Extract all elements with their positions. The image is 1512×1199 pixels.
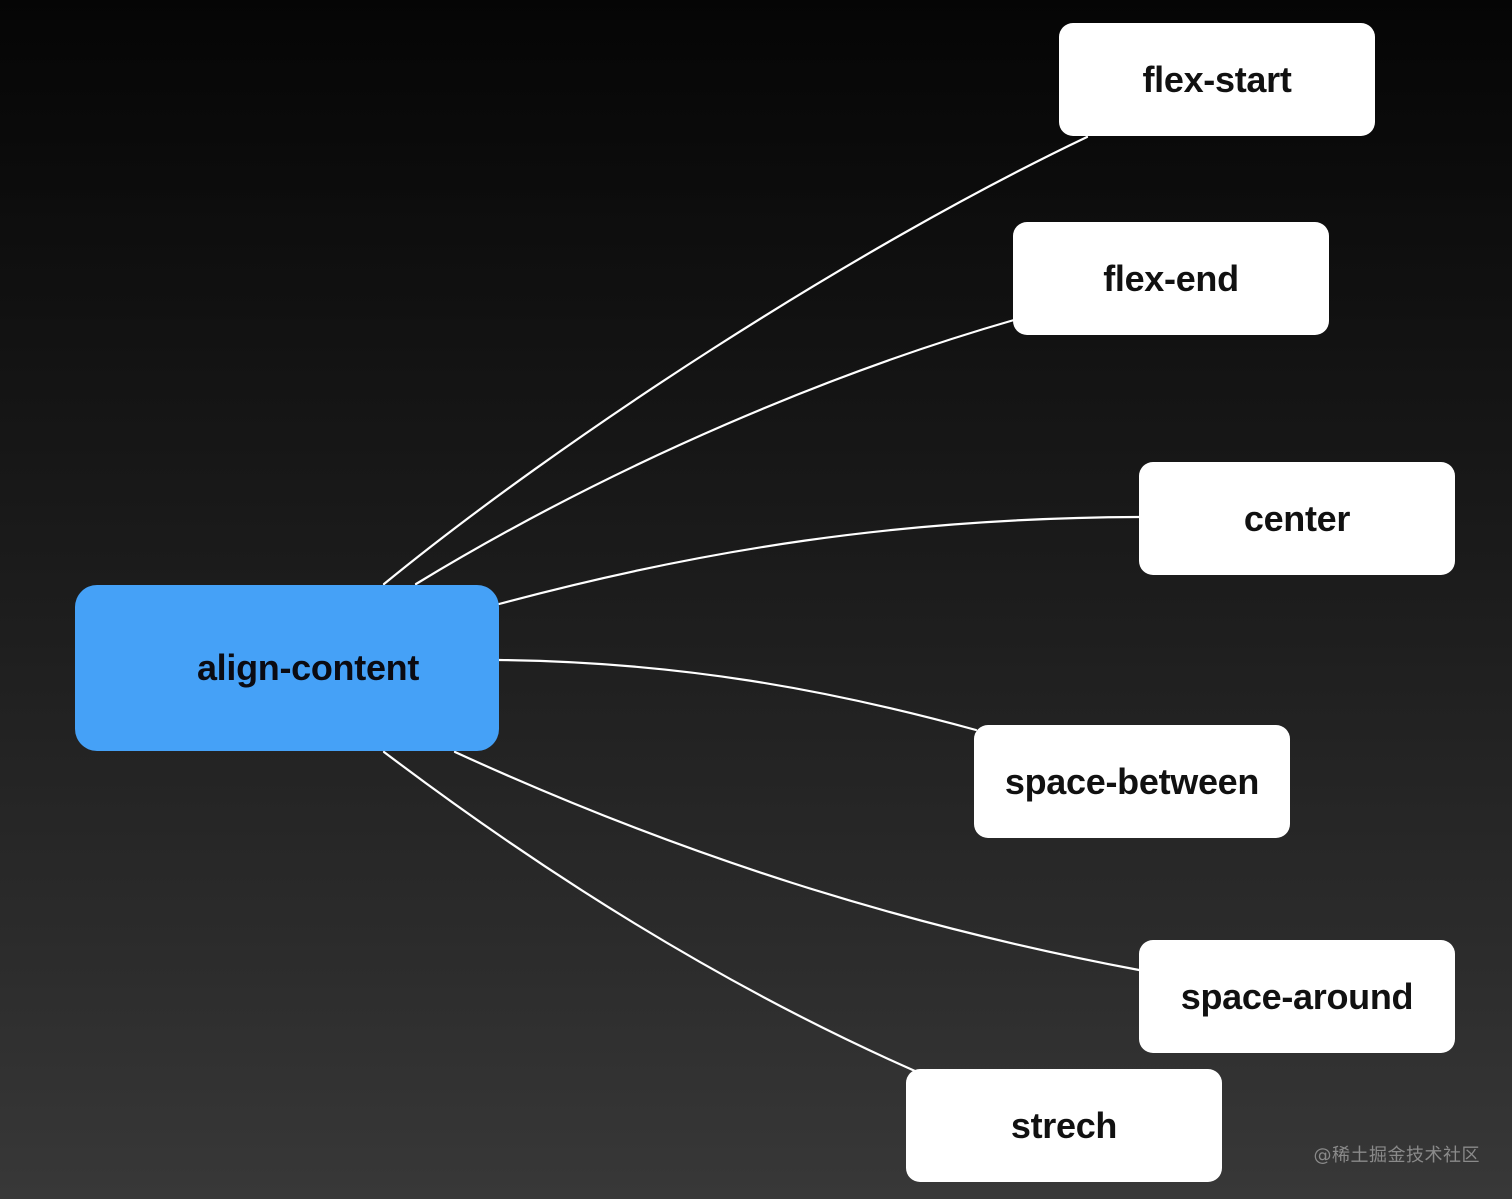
node-align-content[interactable]: align-content: [75, 585, 499, 751]
node-align-content-label: align-content: [196, 647, 420, 688]
node-flex-start[interactable]: flex-start: [1059, 23, 1375, 136]
connector-center: [497, 515, 1141, 606]
node-strech-label: strech: [1010, 1104, 1118, 1146]
node-space-around[interactable]: space-around: [1139, 940, 1455, 1053]
node-center-label: center: [1243, 497, 1351, 539]
node-center[interactable]: center: [1139, 462, 1455, 575]
connector-space-between: [497, 658, 978, 732]
connector-strech: [382, 750, 917, 1073]
node-space-between-label: space-between: [1004, 760, 1260, 802]
node-flex-start-label: flex-start: [1142, 58, 1292, 100]
connector-flex-end: [414, 318, 1016, 586]
node-space-between[interactable]: space-between: [974, 725, 1290, 838]
node-flex-end[interactable]: flex-end: [1013, 222, 1329, 335]
watermark: @稀土掘金技术社区: [1313, 1145, 1480, 1166]
connector-flex-start: [382, 135, 1089, 586]
connector-space-around: [453, 750, 1141, 972]
node-strech[interactable]: strech: [906, 1069, 1222, 1182]
node-space-around-label: space-around: [1180, 975, 1414, 1017]
node-flex-end-label: flex-end: [1103, 257, 1239, 299]
